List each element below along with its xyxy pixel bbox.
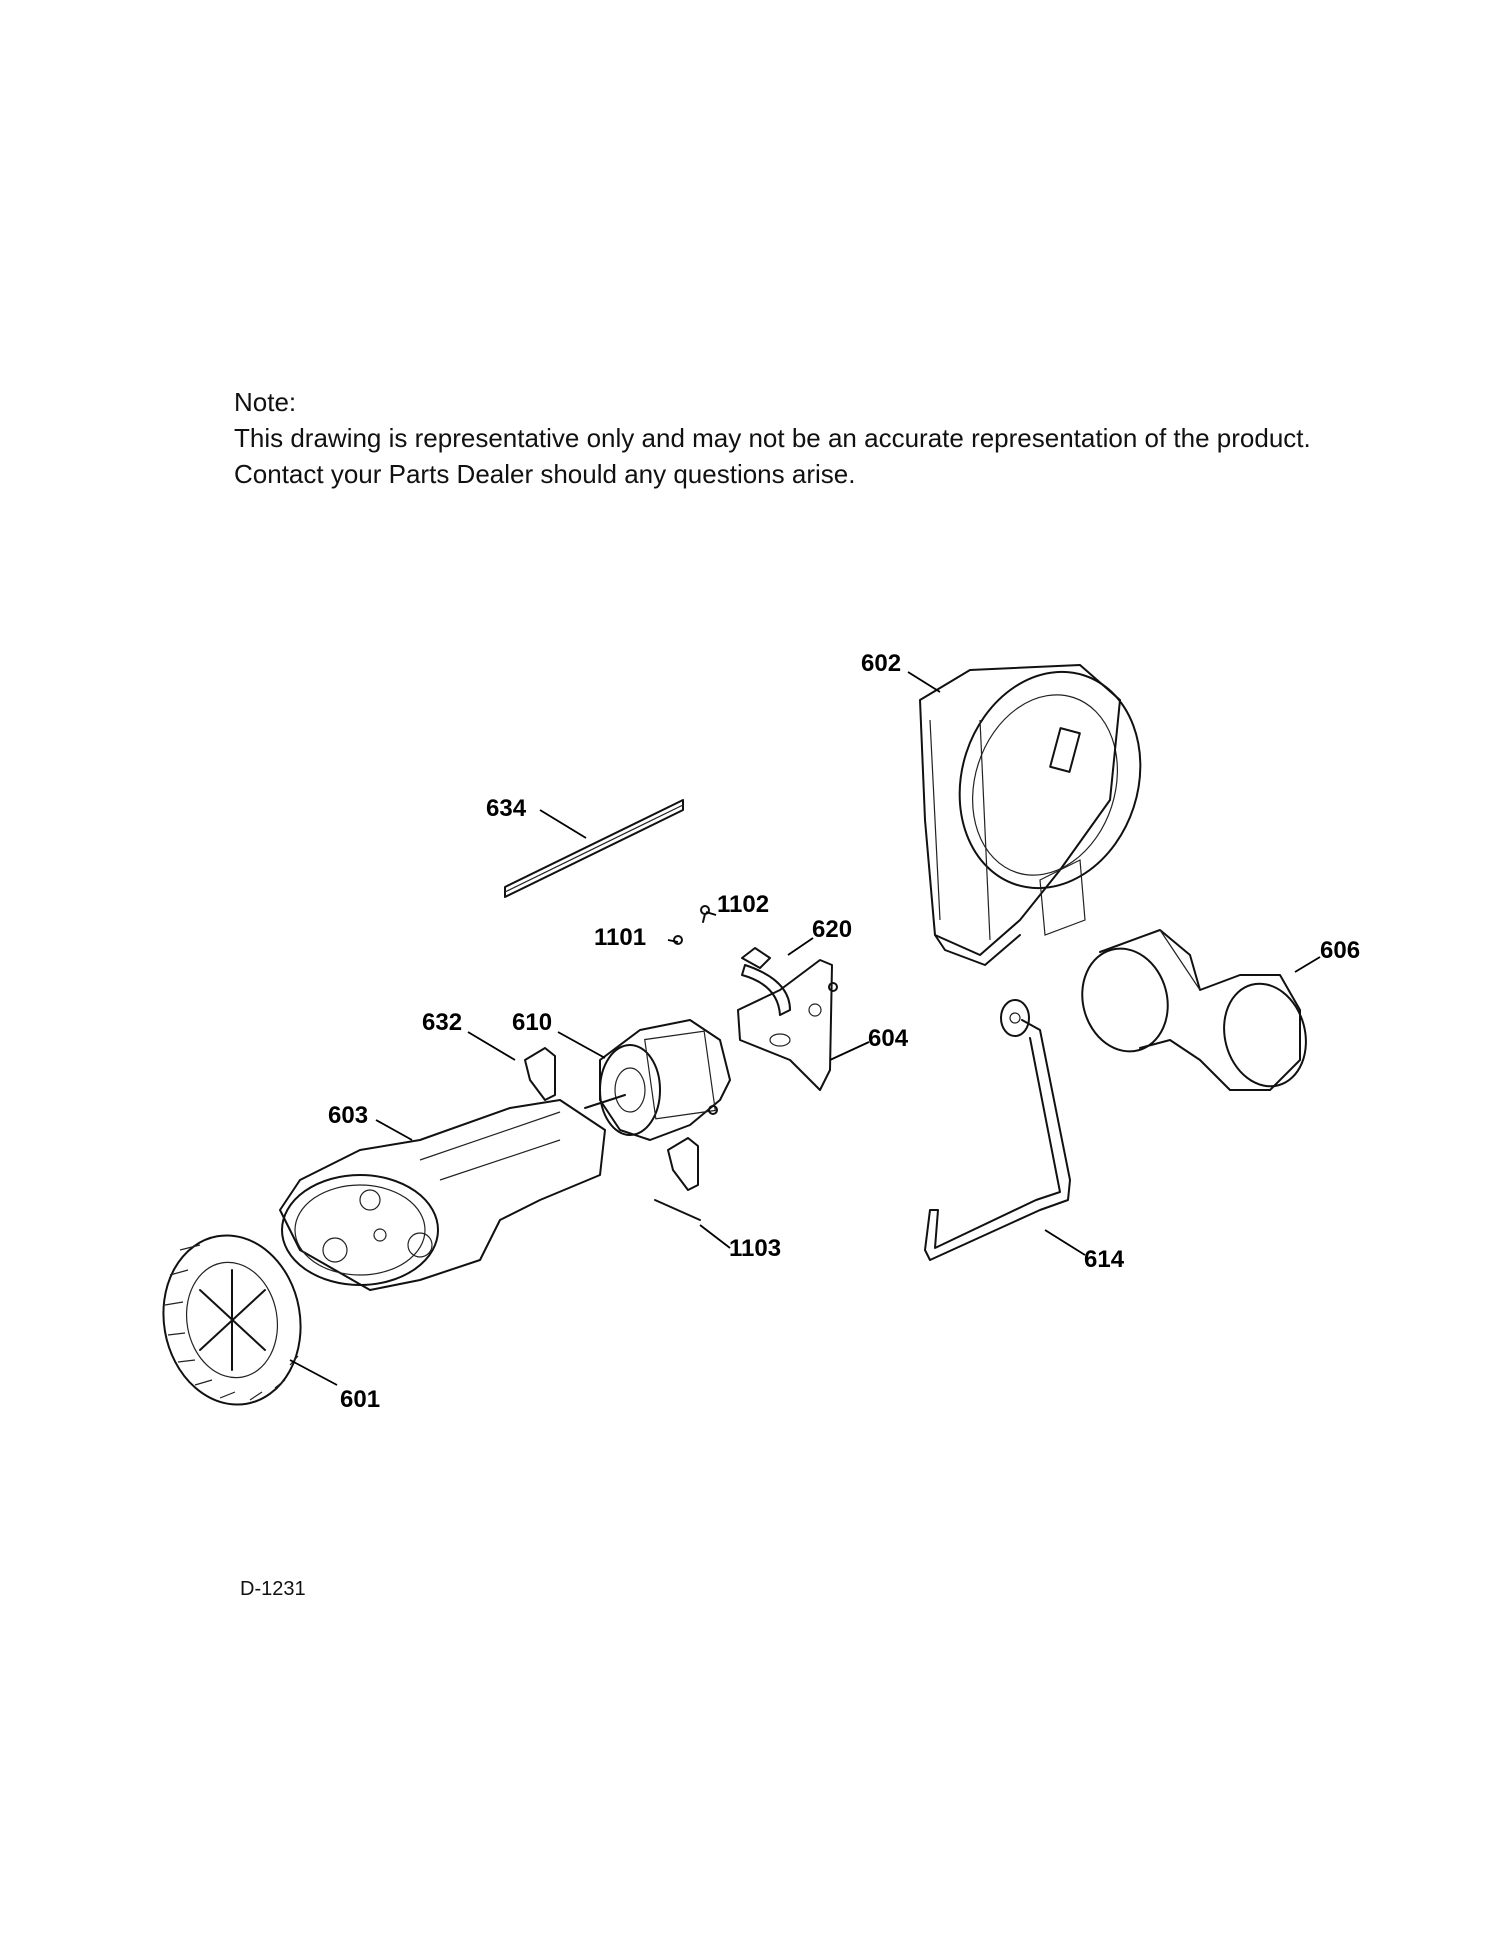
screw-loose bbox=[708, 982, 838, 1115]
part-601-blower-wheel bbox=[162, 1234, 302, 1406]
note-heading: Note: bbox=[234, 387, 297, 417]
callout-601: 601 bbox=[340, 1386, 380, 1413]
part-610-motor bbox=[584, 1019, 731, 1141]
callout-606: 606 bbox=[1320, 937, 1360, 964]
part-604-bracket bbox=[737, 959, 833, 1091]
callout-1103: 1103 bbox=[729, 1235, 781, 1262]
note-line-2: Contact your Parts Dealer should any que… bbox=[234, 459, 856, 489]
callout-614: 614 bbox=[1084, 1246, 1125, 1273]
screw-1102 bbox=[700, 905, 710, 923]
part-614-idler bbox=[924, 999, 1071, 1261]
disclaimer-note: Note: This drawing is representative onl… bbox=[234, 384, 1311, 492]
callout-1102: 1102 bbox=[717, 891, 769, 918]
part-620-clip bbox=[741, 947, 791, 1016]
screw-1101 bbox=[673, 935, 683, 945]
part-606-duct bbox=[1081, 929, 1307, 1091]
callout-610: 610 bbox=[512, 1009, 552, 1036]
part-602-blower-housing bbox=[919, 664, 1142, 966]
callout-602: 602 bbox=[861, 650, 901, 677]
callout-620: 620 bbox=[812, 916, 852, 943]
part-634-strip bbox=[504, 799, 684, 898]
part-632-clamp bbox=[524, 1047, 556, 1101]
part-1103-pin bbox=[654, 1199, 701, 1221]
leader-lines bbox=[289, 671, 1321, 1386]
callout-632: 632 bbox=[422, 1009, 462, 1036]
note-line-1: This drawing is representative only and … bbox=[234, 423, 1311, 453]
callout-603: 603 bbox=[328, 1102, 368, 1129]
part-632-clamp-lower bbox=[667, 1137, 699, 1191]
callout-604: 604 bbox=[868, 1025, 909, 1052]
part-603-base bbox=[279, 1099, 606, 1291]
callout-1101: 1101 bbox=[594, 924, 646, 951]
callout-634: 634 bbox=[486, 795, 527, 822]
diagram-id: D-1231 bbox=[240, 1578, 306, 1600]
